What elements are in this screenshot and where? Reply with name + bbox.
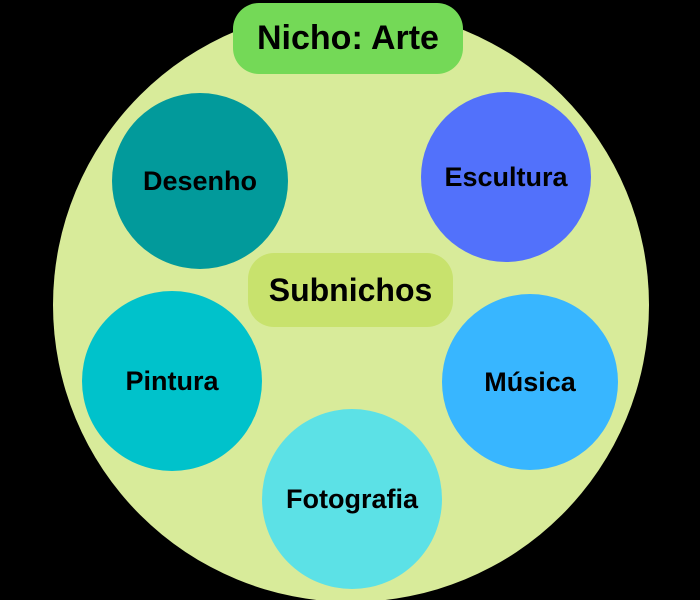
subniche-circle-pintura: Pintura [82, 291, 262, 471]
subniche-circle-escultura: Escultura [421, 92, 591, 262]
subniche-label-desenho: Desenho [142, 165, 258, 196]
subniche-circle-desenho: Desenho [112, 93, 288, 269]
subniches-center-badge: Subnichos [248, 253, 453, 327]
subniches-center-label: Subnichos [268, 271, 433, 308]
subniche-label-pintura: Pintura [125, 365, 219, 396]
subniche-circle-musica: Música [442, 294, 618, 470]
niche-title-badge: Nicho: Arte [233, 3, 463, 74]
subniche-label-escultura: Escultura [444, 161, 568, 192]
subniche-label-musica: Música [484, 366, 576, 397]
subniche-label-fotografia: Fotografia [286, 483, 418, 514]
subniche-circle-fotografia: Fotografia [262, 409, 442, 589]
niche-title-label: Nicho: Arte [257, 19, 439, 57]
